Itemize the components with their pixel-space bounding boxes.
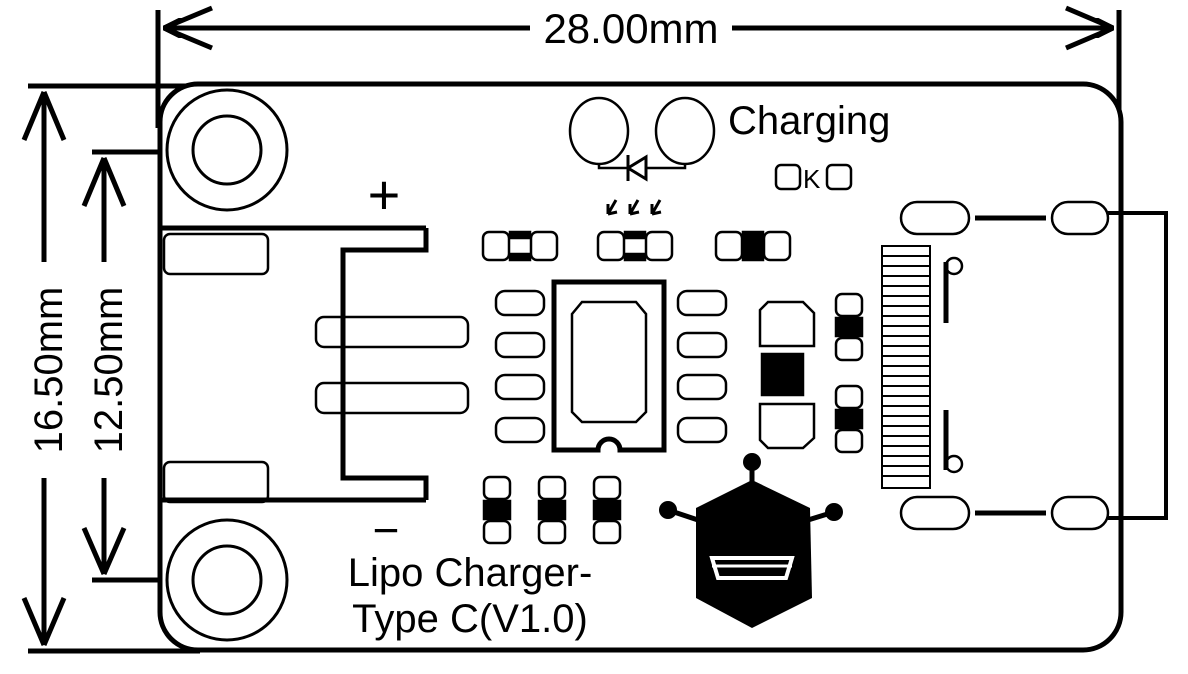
- charging-led: [568, 96, 716, 216]
- smd-parts-bottom: [482, 475, 622, 545]
- ic-thermal-pad: [570, 300, 648, 424]
- led-k-marker: [774, 163, 853, 191]
- height-outer-dimension-label: 16.50mm: [27, 287, 71, 454]
- smd-parts-right: [758, 292, 864, 454]
- board-title-line2: Type C(V1.0): [352, 597, 588, 641]
- plus-label: +: [368, 163, 401, 226]
- connector-body: [340, 228, 429, 500]
- usb-type-c-connector: [881, 200, 1168, 531]
- battery-connector: [160, 225, 470, 504]
- height-inner-dimension-label: 12.50mm: [87, 287, 131, 454]
- minus-label: −: [373, 504, 400, 556]
- led-k-label: K: [803, 164, 821, 194]
- connector-pin-plus: [314, 315, 470, 349]
- mounting-hole-bottom: [165, 518, 289, 642]
- smd-parts-top: [481, 230, 792, 262]
- charging-label: Charging: [728, 99, 890, 143]
- usb-shell: [1108, 211, 1168, 520]
- connector-pin-minus: [314, 381, 470, 415]
- mounting-hole-top: [165, 88, 289, 212]
- width-dimension-label: 28.00mm: [543, 5, 718, 52]
- dimension-lines: [21, 5, 1122, 654]
- ic-chip: [494, 279, 728, 453]
- robot-logo: [659, 453, 843, 628]
- connector-pad-top: [162, 232, 270, 276]
- board-title-line1: Lipo Charger-: [348, 551, 593, 595]
- ic-body: [551, 279, 667, 453]
